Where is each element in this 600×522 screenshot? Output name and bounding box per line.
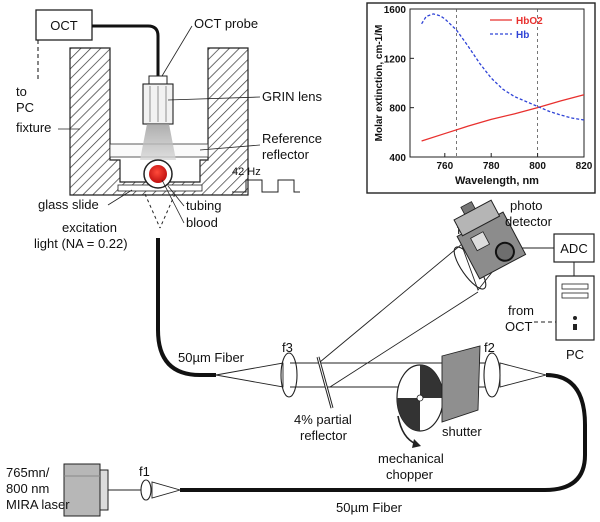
x-tick-label-820: 820 [576,161,593,172]
pc-label: PC [566,347,584,362]
legend-label-hb: Hb [516,30,529,41]
legend-label-hbo2: HbO2 [516,16,543,27]
lens-f1 [140,479,152,501]
partial-reflector-label-2: reflector [300,428,348,443]
chopper-frequency-label: 42 Hz [232,166,261,178]
blood-label: blood [186,215,218,230]
oct-probe-label: OCT probe [194,16,258,31]
f1-label: f1 [139,464,150,479]
oct-probe-fiber [92,24,160,76]
pc-drive-2 [561,292,589,299]
x-tick-label-780: 780 [483,161,500,172]
x-tick-label-760: 760 [436,161,453,172]
chopper-blade-1 [420,365,443,398]
mechanical-chopper [396,364,444,448]
oct-label: OCT [50,18,78,33]
beam-laser-f1 [151,481,182,499]
laser-label-1: 765mn/ [6,465,50,480]
to-pc-label-2: PC [16,100,34,115]
y-axis-label: Molar extinction, cm-1/M [374,25,385,142]
chart-frame [366,2,596,194]
beam-f2-fiber [499,362,548,388]
partial-reflector-inner [317,356,333,409]
fixture-block [69,47,249,196]
oct-beam-cone [140,124,176,160]
oct-probe-leader [161,25,193,77]
lens-f3 [280,352,298,398]
grin-lens-label: GRIN lens [262,89,322,104]
photodetector-window [470,231,491,252]
chopper-label-1: mechanical [378,451,444,466]
from-oct-label-2: OCT [505,319,533,334]
y-tick-label-400: 400 [389,153,406,164]
chopper-arrow-head [412,439,421,448]
reflected-beam-upper [319,243,463,363]
y-tick-label-1200: 1200 [384,54,407,65]
photodetector-knob [460,201,476,215]
beam-fiber-f3 [215,362,284,388]
excitation-cone-left [144,193,161,229]
to-pc-label-1: to [16,84,27,99]
f2-label: f2 [484,340,495,355]
fiber-bottom-label: 50µm Fiber [336,500,403,515]
lens-f2 [483,352,501,398]
reference-leader [199,144,261,151]
chopper-blade-2 [397,398,420,431]
pc-drive-1 [561,283,589,290]
from-oct-label-1: from [508,303,534,318]
chopper-label-2: chopper [386,467,434,482]
laser-face [99,469,109,511]
excitation-label-1: excitation [62,220,117,235]
x-axis-label: Wavelength, nm [455,175,539,187]
f3-label: f3 [282,340,293,355]
partial-reflector-label-1: 4% partial [294,412,352,427]
photodetector-aperture [494,241,515,262]
adc-label: ADC [560,241,587,256]
glass-slide-label: glass slide [38,197,99,212]
series-line-hb [421,13,585,121]
tubing-label: tubing [186,198,221,213]
excitation-label-2: light (NA = 0.22) [34,236,128,251]
x-tick-label-800: 800 [529,161,546,172]
shutter-label: shutter [442,424,482,439]
excitation-cone-right [159,193,176,229]
fiber-top [156,238,216,377]
fiber-bottom [180,373,587,492]
photodetector-label-2: detector [505,214,553,229]
photodetector [453,199,527,280]
glass-slide-leader [107,189,133,206]
mira-laser [63,463,109,517]
shutter [441,345,481,423]
reflected-beam-lower [329,291,479,388]
photodetector-label-1: photo [510,198,543,213]
grin-lens-leader [167,96,261,101]
reference-label-1: Reference [262,131,322,146]
blood-sample [149,165,167,183]
pc-tower [555,275,595,341]
y-tick-label-800: 800 [389,104,406,115]
fixture-label: fixture [16,120,51,135]
series-line-hbo2 [421,94,585,142]
pc-button [573,316,577,320]
chopper-hub [416,394,424,402]
chart-axes-box [409,8,585,158]
y-tick-label-1600: 1600 [384,5,407,16]
blood-leader [161,179,185,224]
oct-box [35,9,93,41]
laser-body [63,463,101,517]
square-wave-icon [232,179,300,193]
laser-label-2: 800 nm [6,481,49,496]
pc-slot [573,324,577,330]
tubing-leader [167,185,185,207]
fiber-top-label: 50µm Fiber [178,350,245,365]
oct-probe-head [148,75,168,85]
reference-label-2: reflector [262,147,310,162]
laser-label-3: MIRA laser [6,497,70,512]
